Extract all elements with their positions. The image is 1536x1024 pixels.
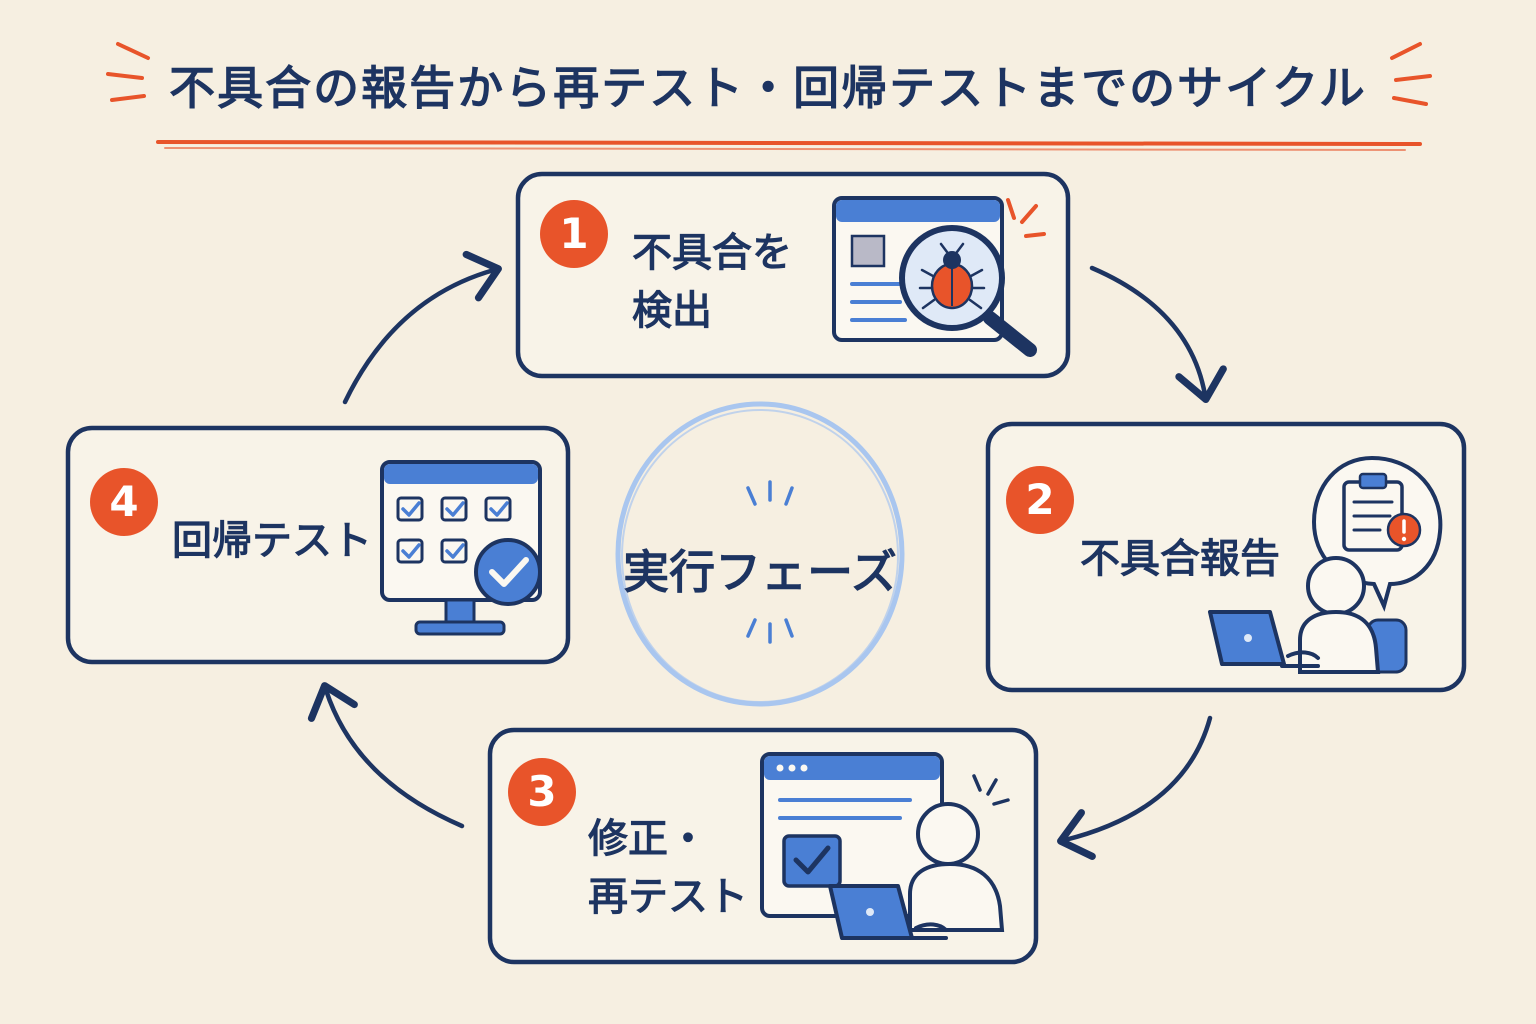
person-laptop-browser-check-icon [760, 752, 1010, 940]
step-4-label: 回帰テスト [172, 512, 372, 570]
step-2-badge: 2 [1006, 466, 1074, 534]
arrow-4-to-1 [342, 250, 502, 405]
title-decoration [106, 42, 1432, 151]
step-3-label-line2: 再テスト [588, 874, 748, 920]
person-laptop-clipboard-alert-icon [1208, 455, 1443, 674]
step-2-label-line1: 不具合報告 [1080, 536, 1280, 582]
monitor-checklist-icon [380, 460, 542, 636]
step-4-label-line1: 回帰テスト [172, 518, 372, 564]
center-circle [615, 401, 905, 707]
arrow-3-to-4 [307, 682, 465, 829]
step-1-label: 不具合を 検出 [632, 224, 792, 340]
cycle-arrows [307, 250, 1227, 860]
step-1-badge: 1 [540, 200, 608, 268]
step-3-badge: 3 [508, 758, 576, 826]
step-3-label-line1: 修正・ [588, 816, 708, 862]
arrow-1-to-2 [1089, 265, 1227, 404]
step-1-label-line1: 不具合を [632, 230, 792, 276]
step-2-label: 不具合報告 [1080, 530, 1280, 588]
step-3-label: 修正・ 再テスト [588, 810, 748, 926]
arrow-2-to-3 [1057, 715, 1213, 860]
step-1-label-line2: 検出 [632, 288, 712, 334]
step-4-badge: 4 [90, 468, 158, 536]
page-title: 不具合の報告から再テスト・回帰テストまでのサイクル [169, 61, 1367, 115]
center-label: 実行フェーズ [623, 545, 897, 599]
bug-magnifier-icon [832, 196, 1046, 357]
